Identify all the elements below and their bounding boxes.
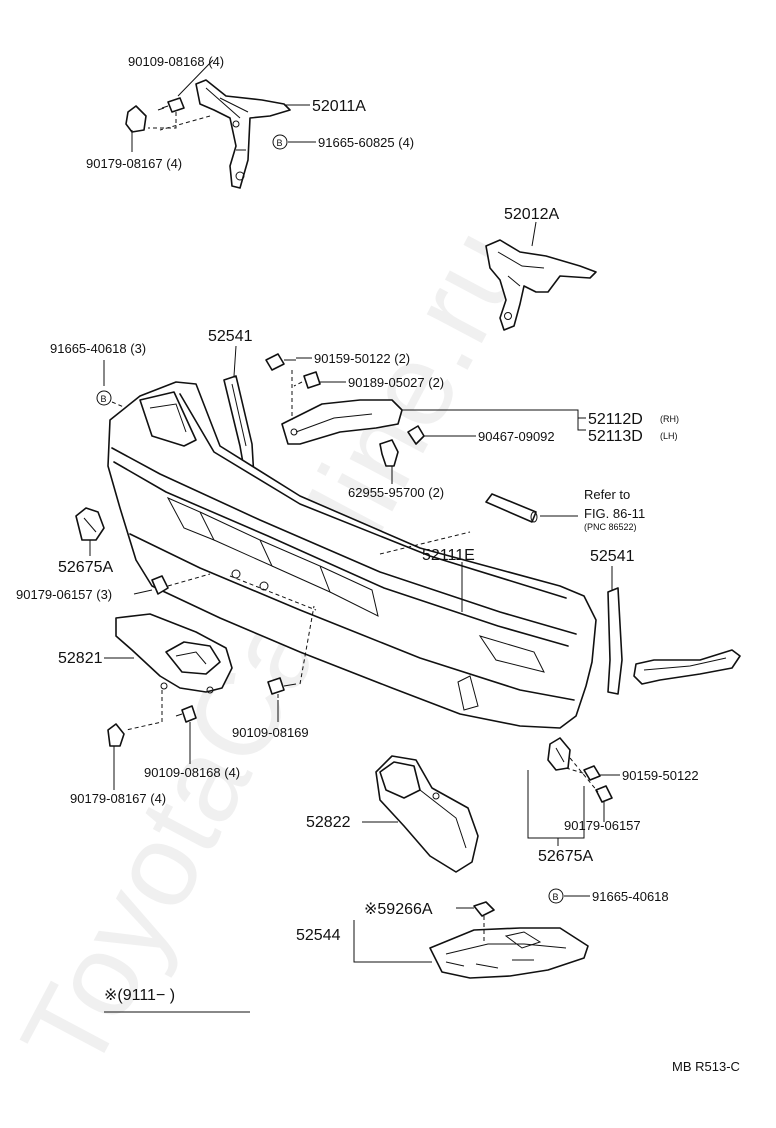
nut-59266a — [473, 901, 495, 917]
label-90189-05027: 90189-05027 (2) — [348, 375, 444, 390]
bracket-52012a — [485, 239, 597, 331]
label-lh: (LH) — [660, 431, 678, 441]
label-52111e: 52111E — [422, 547, 475, 564]
bracket-52011a — [195, 79, 291, 189]
clip-90179-08167-top — [125, 105, 147, 133]
marker-b-icon — [272, 134, 288, 150]
bolt-90109-08169 — [267, 677, 297, 695]
retainer-52112d — [281, 399, 403, 445]
bolt-90109-08168-lower — [175, 705, 197, 723]
label-90179-06157-left: 90179-06157 (3) — [16, 587, 112, 602]
marker-b-icon — [96, 390, 112, 406]
label-62955-95700: 62955-95700 (2) — [348, 485, 444, 500]
label-90179-06157-right: 90179-06157 — [564, 818, 641, 833]
seal-52541-right — [607, 587, 623, 695]
marker-b-letter: B — [101, 394, 107, 404]
label-91665-40618-right: 91665-40618 — [592, 889, 669, 904]
label-fig-86-11: FIG. 86-11 — [584, 506, 645, 521]
bracket-52675a-left — [75, 507, 105, 541]
bolt-90109-08168-top — [157, 97, 185, 113]
label-90179-08167-lower: 90179-08167 (4) — [70, 791, 166, 806]
bolt-90159-50122-right — [583, 765, 601, 781]
clip-90179-08167-lower — [107, 723, 125, 747]
marker-b-letter: B — [277, 138, 283, 148]
duct-52821 — [115, 613, 233, 694]
label-91665-60825: 91665-60825 (4) — [318, 135, 414, 150]
nut-90179-06157-left — [151, 575, 169, 595]
label-91665-40618-left: 91665-40618 (3) — [50, 341, 146, 356]
label-52544: 52544 — [296, 927, 341, 944]
bolt-90159-50122 — [265, 353, 296, 371]
marker-b-letter: B — [553, 892, 559, 902]
clip-62955-95700 — [379, 439, 399, 467]
label-rh: (RH) — [660, 414, 679, 424]
label-59266a: ※59266A — [364, 901, 433, 918]
label-52541-lower: 52541 — [590, 548, 635, 565]
footnote-date-range: ※(9111− ) — [104, 987, 175, 1004]
label-52822: 52822 — [306, 814, 351, 831]
duct-52822 — [375, 755, 479, 873]
label-52675a-left: 52675A — [58, 559, 113, 576]
label-52675a-right: 52675A — [538, 848, 593, 865]
diagram-code: MB R513-C — [672, 1059, 740, 1074]
cover-52544 — [429, 927, 589, 979]
clip-90467-09092 — [407, 425, 432, 445]
label-90159-50122-1: 90159-50122 — [622, 768, 699, 783]
label-pnc-86522: (PNC 86522) — [584, 522, 637, 532]
bumper-cover-52111e — [107, 381, 597, 729]
label-refer-to: Refer to — [584, 487, 630, 502]
bracket-52675a-right — [547, 737, 571, 771]
label-52112d: 52112D — [588, 411, 643, 428]
label-52821: 52821 — [58, 650, 103, 667]
nut-90189-05027 — [303, 371, 321, 389]
retainer-right — [633, 649, 741, 685]
label-90109-08168-lower: 90109-08168 (4) — [144, 765, 240, 780]
label-52011a: 52011A — [312, 98, 366, 115]
label-90109-08169: 90109-08169 — [232, 725, 309, 740]
label-90159-50122-2: 90159-50122 (2) — [314, 351, 410, 366]
label-90109-08168-top: 90109-08168 (4) — [128, 54, 224, 69]
marker-b-icon — [548, 888, 564, 904]
label-52012a: 52012A — [504, 206, 559, 223]
nut-90179-06157-right — [595, 785, 613, 803]
tube-ref-fig-86-11 — [485, 493, 538, 523]
label-52541-upper: 52541 — [208, 328, 253, 345]
label-52113d: 52113D — [588, 428, 643, 445]
label-90179-08167-top: 90179-08167 (4) — [86, 156, 182, 171]
label-90467-09092: 90467-09092 — [478, 429, 555, 444]
